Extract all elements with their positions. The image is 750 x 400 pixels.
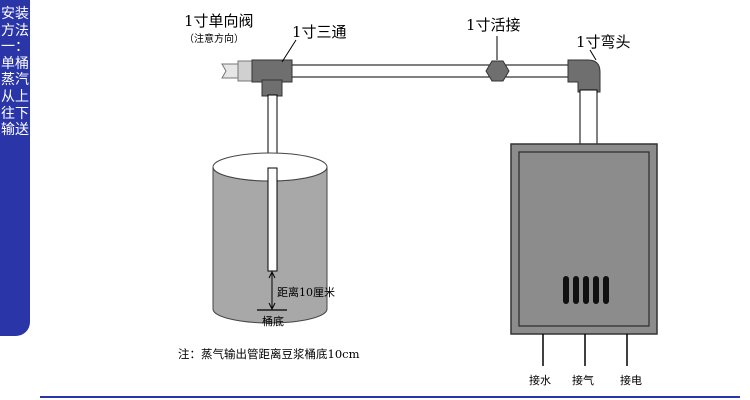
- elbow-fitting: [567, 59, 601, 93]
- main-horizontal-pipe: [289, 64, 576, 78]
- leader-elbow: [589, 49, 597, 61]
- tee-fitting: [251, 59, 293, 97]
- vent-grille: [563, 276, 609, 304]
- distance-label: 距离10厘米: [277, 286, 335, 299]
- leader-tee: [281, 39, 297, 63]
- check-valve-note: （注意方向）: [184, 34, 244, 45]
- steam-boiler: [510, 143, 658, 366]
- check-valve-label: 1寸单向阀: [184, 12, 254, 30]
- check-valve: [221, 60, 255, 82]
- soy-milk-bucket: [212, 152, 328, 324]
- installation-note: 注：蒸气输出管距离豆浆桶底10cm: [178, 347, 360, 361]
- bucket-bottom-label: 桶底: [262, 315, 284, 328]
- union-fitting: [485, 60, 510, 82]
- boiler-inlet-pipe: [579, 89, 598, 147]
- port-water-label: 接水: [529, 374, 551, 387]
- side-tab: 安装方法一：单桶蒸汽从上往下输送: [0, 0, 30, 336]
- bottom-rule: [40, 396, 740, 398]
- union-label: 1寸活接: [466, 16, 521, 34]
- side-title: 安装方法一：单桶蒸汽从上往下输送: [1, 6, 29, 139]
- tee-label: 1寸三通: [292, 23, 347, 41]
- elbow-label: 1寸弯头: [576, 33, 631, 51]
- port-power-label: 接电: [620, 374, 642, 387]
- port-steam-label: 接气: [572, 374, 594, 387]
